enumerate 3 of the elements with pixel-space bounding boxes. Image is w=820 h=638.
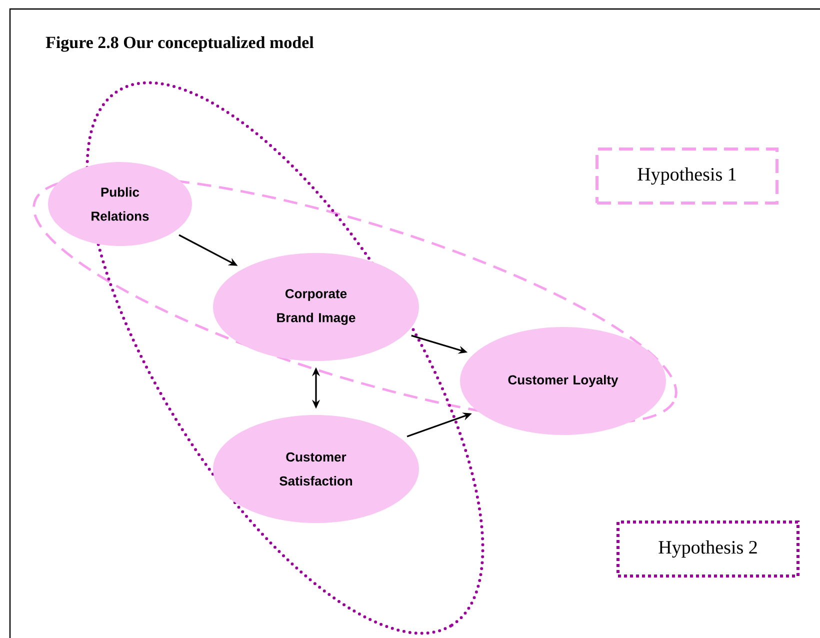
hypothesis-box: Hypothesis 1 bbox=[596, 148, 778, 204]
title: Figure 2.8 Our conceptualized model bbox=[46, 36, 314, 52]
hypothesis-box: Hypothesis 2 bbox=[616, 520, 800, 578]
